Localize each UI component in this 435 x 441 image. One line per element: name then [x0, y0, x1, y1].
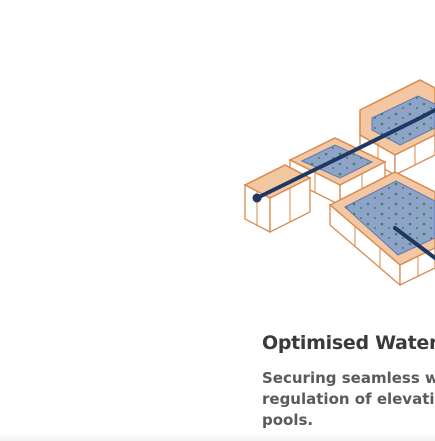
feature-description: Securing seamless wc regulation of eleva… [262, 368, 435, 431]
description-line-2: regulation of elevation l [262, 390, 435, 408]
bottom-fade [0, 433, 435, 441]
description-line-1: Securing seamless wc [262, 369, 435, 387]
water-pipe [252, 108, 435, 260]
terraced-pools-illustration [243, 79, 435, 287]
feature-heading: Optimised Water Flc [262, 332, 435, 354]
pipe-end-icon [252, 193, 262, 203]
lower-pool [328, 171, 435, 287]
feature-text-block: Optimised Water Flc Securing seamless wc… [262, 332, 435, 431]
pools-diagram-svg [243, 79, 435, 287]
description-line-3: pools. [262, 411, 314, 429]
middle-pool [288, 137, 387, 207]
